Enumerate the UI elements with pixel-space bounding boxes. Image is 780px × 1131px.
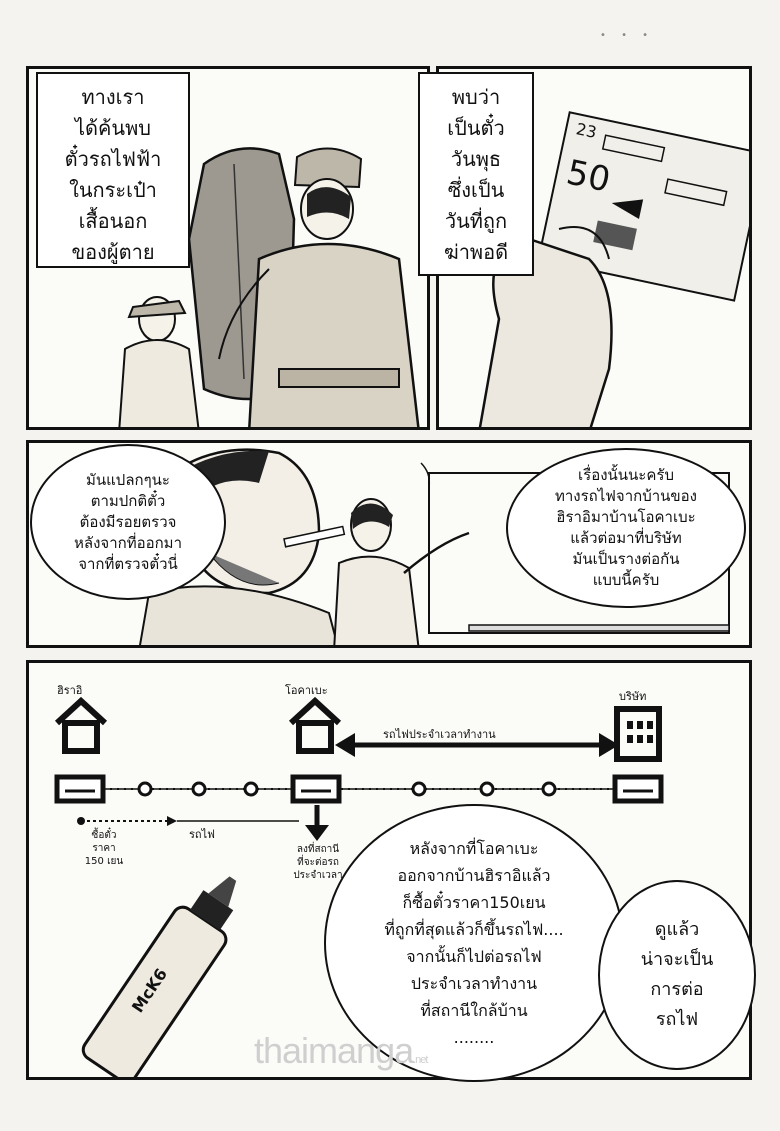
label-company: บริษัท <box>619 690 647 703</box>
bubble-line: ที่ถูกที่สุดแล้วก็ขึ้นรถไฟ.... <box>384 920 564 939</box>
caption-line: เสื้อนอก <box>78 209 148 233</box>
speech-bubble-railway-explanation: เรื่องนั้นนะครับ ทางรถไฟจากบ้านของ ฮิราอ… <box>506 448 746 608</box>
svg-text:23: 23 <box>574 119 598 142</box>
bubble-line: ตามปกติตั๋ว <box>90 491 166 510</box>
bubble-line: ก็ซื้อตั๋วราคา150เยน <box>402 893 546 912</box>
hand-holding-ticket-illustration: 50 23 <box>478 111 749 427</box>
caption-line: พบว่า <box>451 85 501 109</box>
caption-line: ทางเรา <box>81 85 145 109</box>
caption-line: วันที่ถูก <box>444 209 508 233</box>
svg-text:50: 50 <box>563 152 614 200</box>
note-line: ประจำเวลา <box>293 870 343 881</box>
bubble-line: รถไฟ <box>655 1009 699 1030</box>
route-diagram <box>54 696 664 1077</box>
watermark-main: thaimanga <box>254 1030 414 1071</box>
note-ticket-price: ซื้อตั๋ว ราคา 150 เยน <box>69 829 139 868</box>
label-commuter-train: รถไฟประจำเวลาทำงาน <box>383 728 496 741</box>
caption-line: วันพุธ <box>450 147 502 171</box>
note-line: ราคา <box>92 843 116 854</box>
station-icon-hirai <box>54 774 106 804</box>
bubble-line: มันแปลกๆนะ <box>86 470 170 489</box>
note-line: ลงที่สถานี <box>296 844 340 855</box>
caption-line: ของผู้ตาย <box>71 240 155 264</box>
bubble-line: น่าจะเป็น <box>640 949 714 970</box>
label-okabe: โอคาเบะ <box>285 684 328 697</box>
note-line: ซื้อตั๋ว <box>91 830 117 841</box>
panel-jacket-search <box>26 66 430 430</box>
page-edge-marks: • • • <box>600 30 655 41</box>
bubble-line: ต้องมีรอยตรวจ <box>79 512 177 531</box>
bubble-line: ทางรถไฟจากบ้านของ <box>554 487 698 505</box>
building-icon-company <box>614 706 662 762</box>
label-hirai: ฮิราอิ <box>57 684 83 697</box>
bubble-line: แบบนี้ครับ <box>592 571 660 589</box>
house-icon-okabe <box>288 696 342 754</box>
speech-bubble-transfer: ดูแล้ว น่าจะเป็น การต่อ รถไฟ <box>598 880 756 1070</box>
site-watermark: thaimanga.net <box>254 1030 429 1072</box>
note-line: 150 เยน <box>84 856 124 867</box>
officers-holding-jacket-illustration <box>118 147 420 427</box>
caption-found-ticket: ทางเรา ได้ค้นพบ ตั๋วรถไฟฟ้า ในกระเป๋า เส… <box>36 72 190 268</box>
bubble-line: การต่อ <box>650 979 704 1000</box>
caption-line: ในกระเป๋า <box>69 178 157 202</box>
bubble-line: ฮิราอิมาบ้านโอคาเบะ <box>556 508 696 526</box>
caption-line: ซึ่งเป็น <box>447 178 505 202</box>
bubble-line: จากที่ตรวจตั๋วนี่ <box>78 554 178 573</box>
bubble-line: หลังจากที่ออกมา <box>74 533 182 552</box>
bubble-line: หลังจากที่โอคาเบะ <box>409 839 539 858</box>
bubble-line: ........ <box>453 1028 495 1047</box>
caption-wednesday-ticket: พบว่า เป็นตั๋ว วันพุธ ซึ่งเป็น วันที่ถูก… <box>418 72 534 276</box>
bubble-line: มันเป็นรางต่อกัน <box>572 550 680 568</box>
caption-line: ตั๋วรถไฟฟ้า <box>64 147 162 171</box>
station-icon-company <box>612 774 664 804</box>
bubble-line: ออกจากบ้านฮิราอิแล้ว <box>397 866 551 885</box>
bubble-line: เรื่องนั้นนะครับ <box>578 466 674 484</box>
bubble-line: ที่สถานีใกล้บ้าน <box>420 1001 528 1020</box>
bubble-line: ประจำเวลาทำงาน <box>410 974 538 993</box>
note-line: ที่จะต่อรถ <box>297 857 339 868</box>
bubble-line: จากนั้นก็ไปต่อรถไฟ <box>406 947 542 966</box>
bubble-line: แล้วต่อมาที่บริษัท <box>570 529 682 547</box>
caption-line: ฆ่าพอดี <box>443 240 509 264</box>
label-train: รถไฟ <box>189 828 215 841</box>
bubble-line: ดูแล้ว <box>654 919 700 940</box>
note-transfer-station: ลงที่สถานี ที่จะต่อรถ ประจำเวลา <box>273 843 363 882</box>
watermark-suffix: .net <box>413 1054 428 1066</box>
marker-pen-illustration <box>81 876 237 1077</box>
speech-bubble-strange-ticket: มันแปลกๆนะ ตามปกติตั๋ว ต้องมีรอยตรวจ หลั… <box>30 444 226 600</box>
station-icon-okabe <box>290 774 342 804</box>
house-icon-hirai <box>54 696 108 754</box>
speech-bubble-route-explanation: หลังจากที่โอคาเบะ ออกจากบ้านฮิราอิแล้ว ก… <box>324 804 624 1082</box>
caption-line: เป็นตั๋ว <box>447 116 505 140</box>
detectives-discussion-illustration <box>139 448 730 645</box>
caption-line: ได้ค้นพบ <box>75 116 151 140</box>
